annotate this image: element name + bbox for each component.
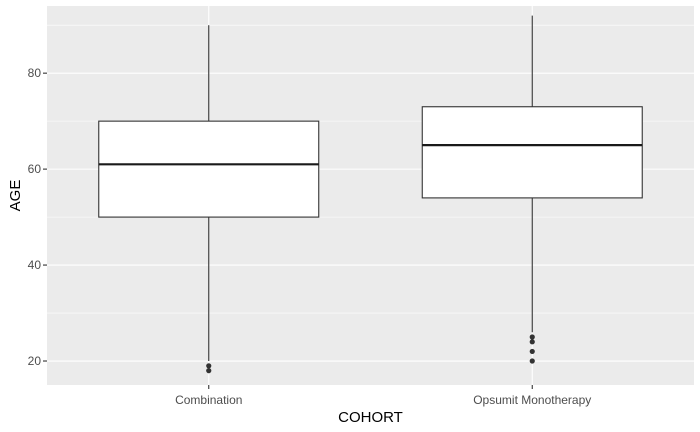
outlier-point	[529, 358, 535, 364]
outlier-point	[529, 334, 535, 340]
y-tick-label: 20	[28, 354, 42, 368]
outlier-point	[529, 348, 535, 355]
y-tick-label: 60	[28, 162, 42, 176]
x-tick-label: Combination	[175, 393, 242, 407]
y-axis-title: AGE	[7, 180, 24, 212]
x-tick-label: Opsumit Monotherapy	[473, 393, 591, 407]
box-1	[421, 15, 643, 364]
box-0	[98, 25, 320, 374]
outlier-point	[529, 339, 535, 345]
boxes	[98, 15, 643, 374]
outlier-point	[206, 368, 212, 374]
x-axis-title: COHORT	[338, 409, 403, 426]
outlier-point	[206, 363, 212, 369]
y-tick-label: 40	[28, 258, 42, 272]
y-tick-label: 80	[28, 66, 42, 80]
box-iqr	[421, 106, 643, 199]
box-iqr	[98, 120, 320, 218]
